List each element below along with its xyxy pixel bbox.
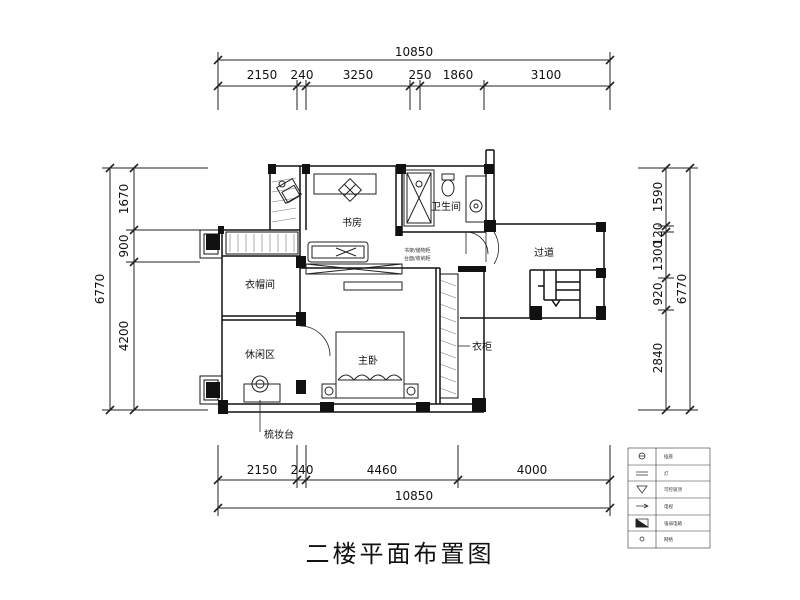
room-label-dresser: 梳妆台: [264, 428, 294, 441]
room-label-bathroom: 卫生间: [431, 200, 461, 213]
bottom-total-dimension: 10850: [395, 489, 433, 503]
room-label-master-bedroom: 主卧: [358, 354, 378, 367]
legend-table: [627, 447, 711, 549]
left-total-dimension: 6770: [93, 274, 107, 305]
top-dimension-5: 1860: [443, 68, 474, 82]
room-label-wardrobe: 衣柜: [472, 340, 492, 353]
right-dimension-3: 1300: [651, 241, 665, 272]
bottom-dimension-4: 4000: [517, 463, 548, 477]
corridor-door: [485, 231, 500, 265]
bottom-dimension-chain: [213, 445, 615, 516]
right-total-dimension: 6770: [675, 274, 689, 305]
hatched-areas: [229, 177, 457, 395]
top-dimension-6: 3100: [531, 68, 562, 82]
left-dimension-3: 4200: [117, 321, 131, 352]
bottom-dimension-2: 240: [291, 463, 314, 477]
bathroom-door: [465, 231, 489, 255]
room-label-wardrobe-room: 衣帽间: [245, 278, 275, 291]
right-dimension-chain: [638, 163, 698, 415]
right-dimension-2: 120: [651, 223, 665, 246]
cabinet-note-line2: 台面/收纳柜: [404, 255, 431, 262]
wardrobe-cabinet: [439, 273, 459, 399]
legend-label-2: 灯: [664, 470, 669, 477]
right-dimension-4: 920: [651, 283, 665, 306]
top-dimension-3: 3250: [343, 68, 374, 82]
cabinet-note-line1: 书架/储物柜: [404, 247, 431, 254]
legend-network-icon: [639, 536, 645, 542]
bottom-dimension-3: 4460: [367, 463, 398, 477]
wall-columns: [206, 164, 606, 414]
left-dimension-1: 1670: [117, 184, 131, 215]
bedroom-door: [299, 325, 331, 357]
top-dimension-chain: [213, 52, 615, 110]
room-label-study: 书房: [342, 216, 362, 229]
left-dimension-chain: [102, 163, 208, 415]
legend-label-1: 插座: [664, 453, 673, 460]
legend-label-3: 可控吸顶: [664, 486, 682, 493]
study-desk: [313, 173, 377, 203]
study-lounge-chair: [276, 178, 302, 204]
bay-windows: [199, 229, 223, 405]
top-total-dimension: 10850: [395, 45, 433, 59]
top-dimension-4: 250: [409, 68, 432, 82]
legend-ceiling-icon: [636, 485, 648, 494]
legend-label-6: 网络: [664, 536, 673, 543]
legend-symbols: [635, 452, 650, 542]
wardrobe-room-cabinet: [225, 231, 299, 255]
legend-label-5: 强弱电箱: [664, 520, 682, 527]
left-dimension-2: 900: [117, 235, 131, 258]
room-label-corridor: 过道: [534, 246, 554, 259]
bathroom-fixtures: [403, 169, 487, 227]
right-dimension-5: 2840: [651, 343, 665, 374]
master-bed: [321, 331, 419, 399]
study-storage-cabinet: [305, 263, 403, 291]
right-dimension-1: 1590: [651, 182, 665, 213]
room-label-lounge: 休闲区: [245, 348, 275, 361]
top-dimension-1: 2150: [247, 68, 278, 82]
legend-label-4: 电视: [664, 503, 673, 510]
plan-title: 二楼平面布置图: [306, 540, 495, 568]
dresser: [243, 375, 281, 403]
study-sofa: [307, 241, 369, 263]
bottom-dimension-1: 2150: [247, 463, 278, 477]
top-dimension-2: 240: [291, 68, 314, 82]
floor-plan-walls: [221, 149, 605, 413]
